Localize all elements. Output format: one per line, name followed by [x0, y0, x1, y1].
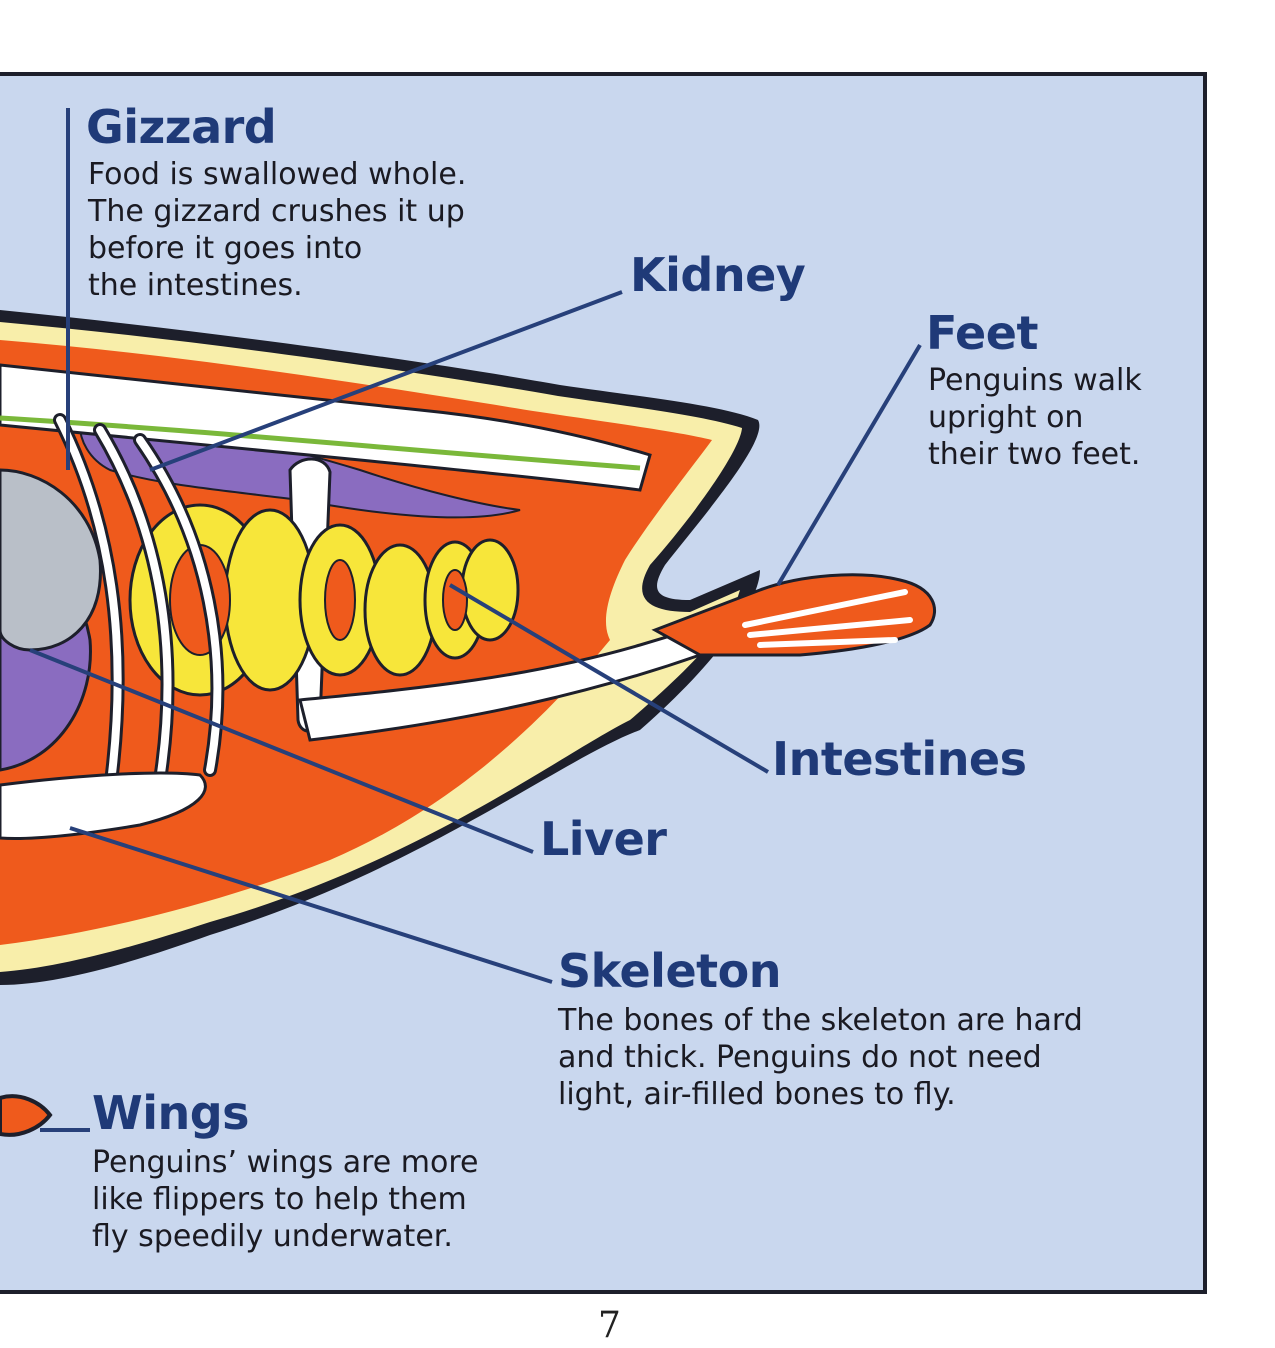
feet-description: Penguins walk upright on their two feet.	[928, 363, 1142, 472]
intestines-leader-line	[448, 583, 770, 774]
gizzard-heading: Gizzard	[86, 100, 277, 154]
page-number: 7	[598, 1305, 621, 1346]
leader-lines	[29, 108, 922, 1132]
feet-heading: Feet	[926, 306, 1038, 360]
skeleton-leader-line	[69, 826, 553, 984]
feet-leader-line	[776, 343, 922, 587]
intestine-coils	[128, 503, 520, 697]
skeleton-heading: Skeleton	[558, 944, 782, 998]
foot-bones	[742, 589, 913, 648]
kidney-leader-line	[149, 290, 623, 472]
kidney-heading: Kidney	[630, 248, 806, 302]
skeleton-description: The bones of the skeleton are hard and t…	[558, 1003, 1083, 1112]
gizzard-description: Food is swallowed whole. The gizzard cru…	[88, 157, 467, 303]
penguin-body	[0, 310, 936, 1137]
sternum-bone	[0, 771, 207, 840]
wings-heading: Wings	[92, 1086, 250, 1140]
wing-tip	[0, 1094, 53, 1137]
spine-bone	[0, 363, 652, 492]
liver-heading: Liver	[540, 812, 667, 866]
liver-leader-line	[29, 648, 534, 854]
spine-stripe	[0, 415, 641, 471]
intestines-heading: Intestines	[772, 732, 1027, 786]
gizzard-organ	[0, 468, 102, 652]
wings-description: Penguins’ wings are more like flippers t…	[92, 1145, 479, 1254]
